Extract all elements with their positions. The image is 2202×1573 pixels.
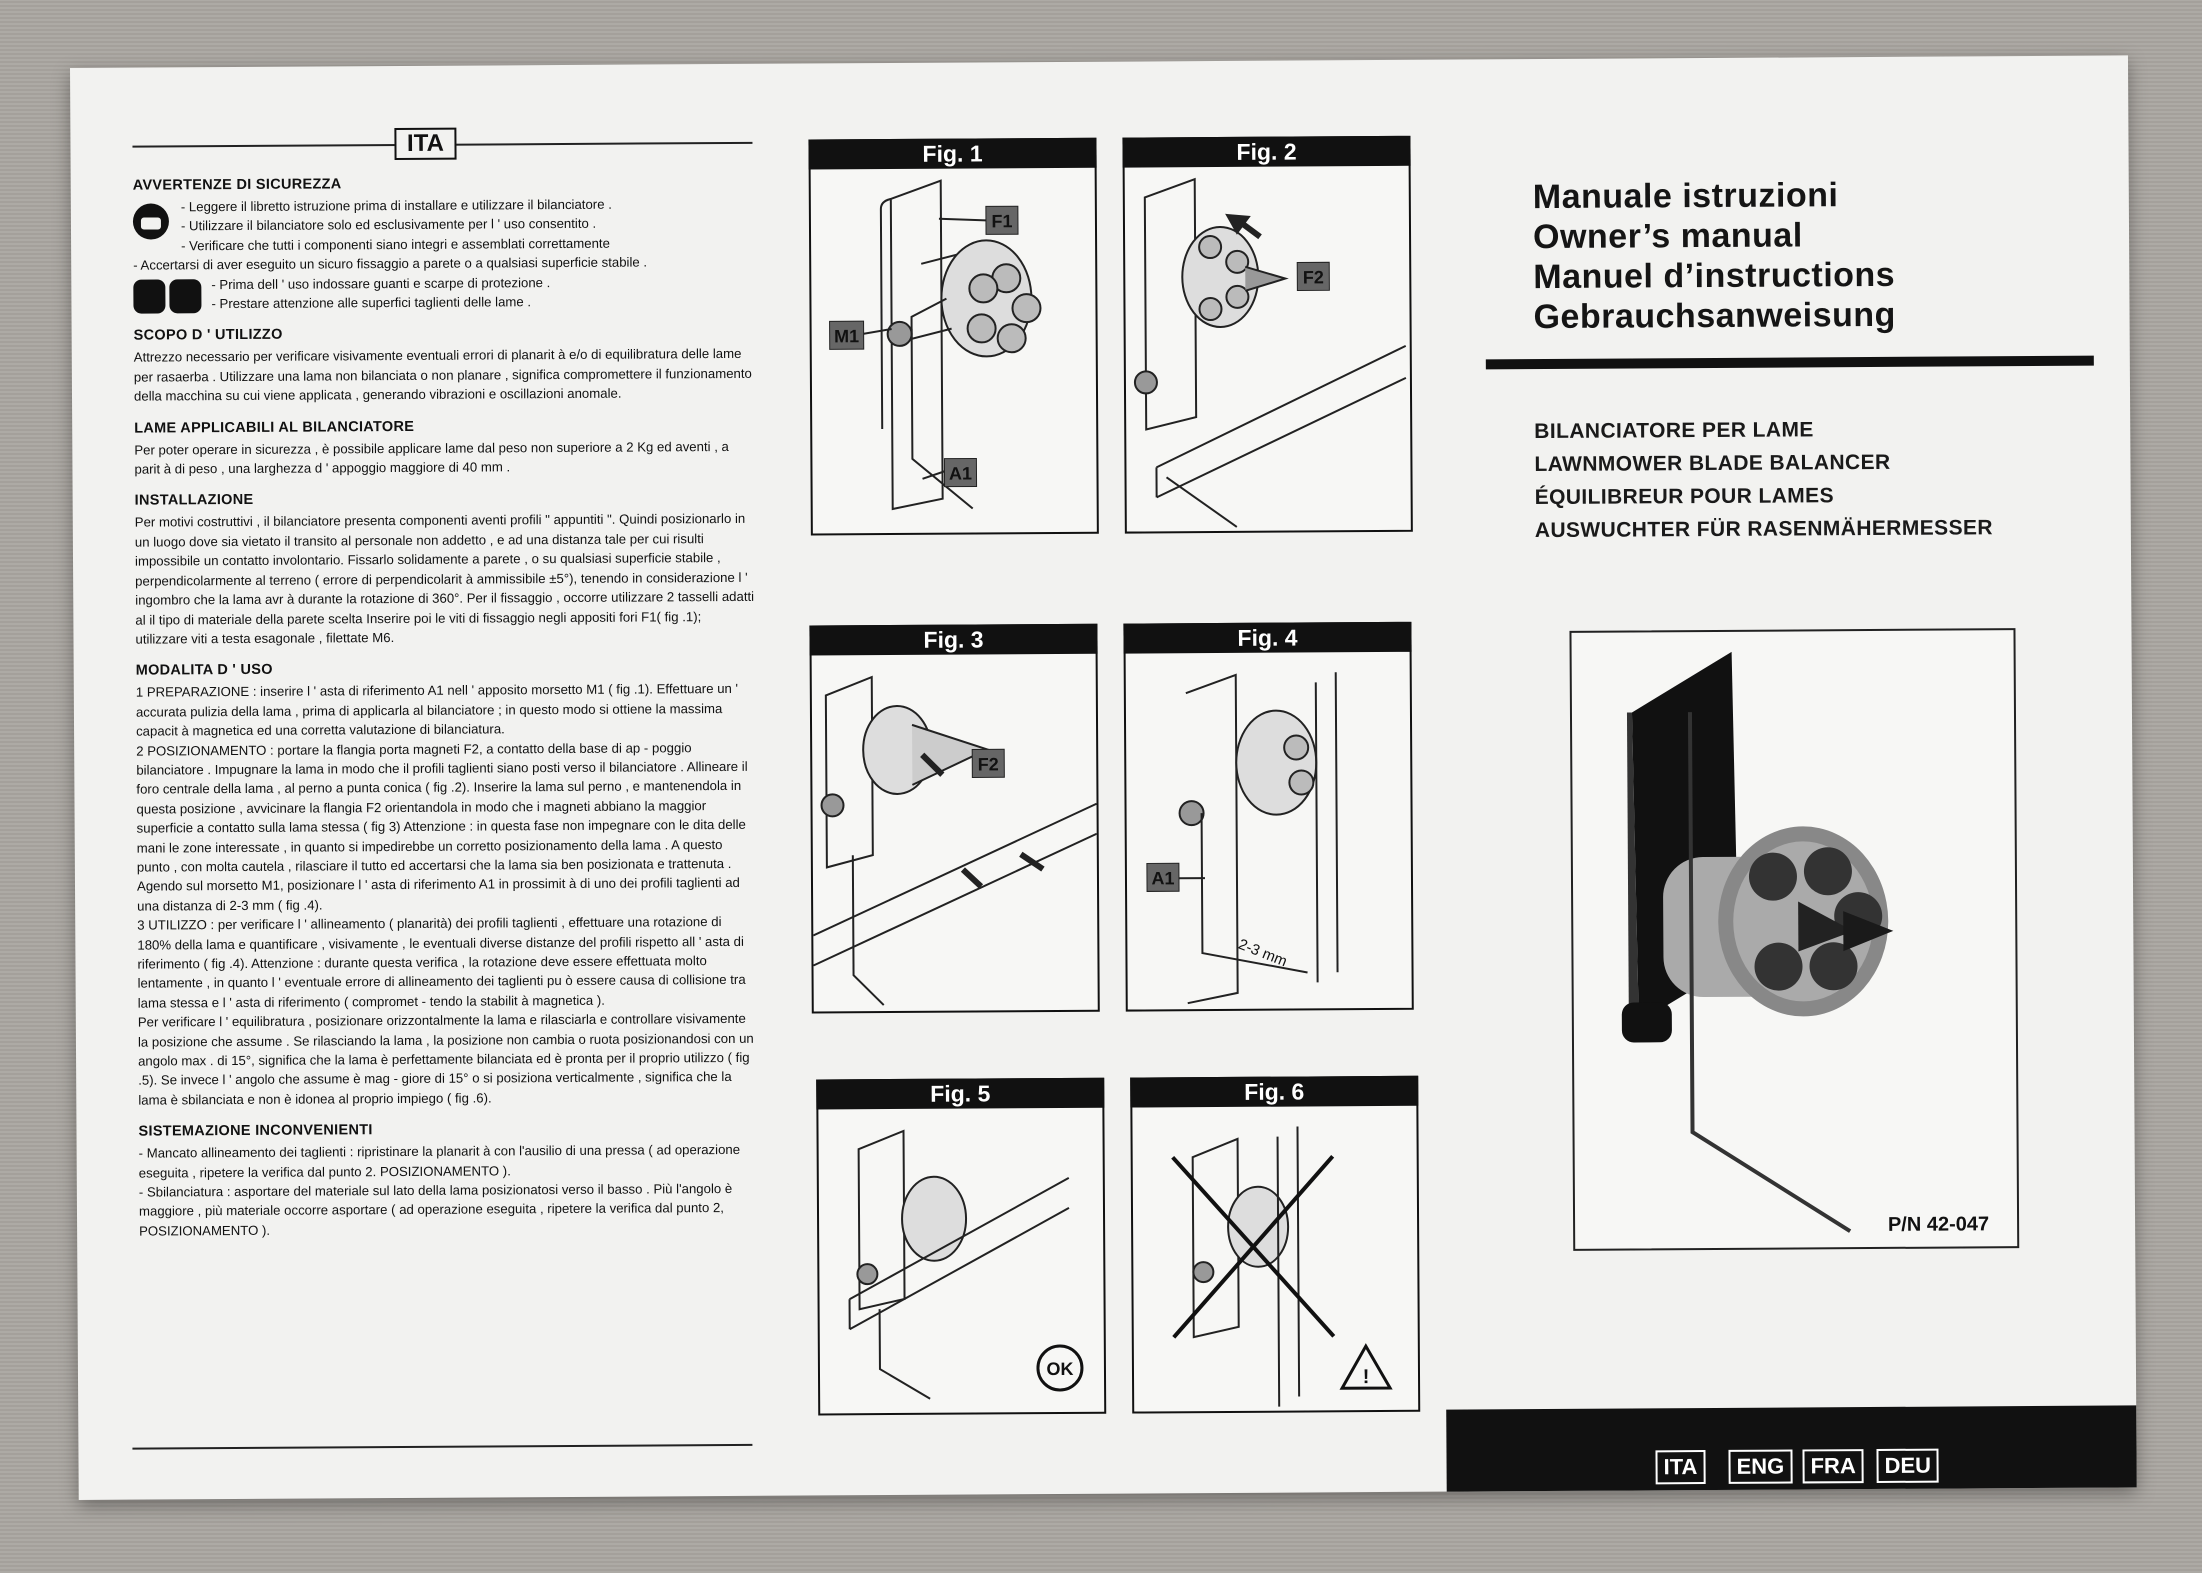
warning-line: - Prestare attenzione alle superfici tag… [211, 294, 532, 312]
label-m1: M1 [834, 326, 859, 346]
section-text: - Sbilanciatura : asportare del material… [138, 1181, 733, 1239]
figure-6-drawing: ! [1171, 1126, 1393, 1407]
figure-caption: Fig. 4 [1123, 621, 1412, 654]
section-scopo: SCOPO D ' UTILIZZO Attrezzo necessario p… [134, 324, 754, 406]
ok-label: OK [1046, 1359, 1073, 1379]
italian-instructions: ITA AVVERTENZE DI SICUREZZA - Leggere il… [132, 126, 759, 1241]
lang-deu: DEU [1876, 1448, 1940, 1483]
section-text: Attrezzo necessario per verificare visiv… [133, 346, 752, 404]
label-a1: A1 [949, 463, 972, 483]
warning-label: ! [1363, 1366, 1370, 1388]
figure-2-drawing: F2 [1133, 177, 1407, 528]
figure-4: Fig. 4 A1 2-3 mm [1123, 621, 1414, 1012]
figure-5: Fig. 5 OK [816, 1077, 1107, 1416]
title-eng: Owner’s manual [1532, 216, 1803, 257]
product-photo: P/N 42-047 [1569, 628, 2020, 1251]
ita-section-header: ITA [132, 126, 753, 164]
warning-line: - Utilizzare il bilanciatore solo ed esc… [180, 216, 597, 234]
figure-caption: Fig. 1 [808, 137, 1097, 170]
gloves-boots-icon [133, 278, 202, 314]
figure-3-drawing: F2 [812, 675, 1098, 1006]
section-sistemazione: SISTEMAZIONE INCONVENIENTI - Mancato all… [138, 1120, 759, 1241]
manual-sheet: ITA AVVERTENZE DI SICUREZZA - Leggere il… [70, 55, 2137, 1500]
ita-label: ITA [394, 127, 457, 161]
title-fra: Manuel d’instructions [1533, 255, 1896, 297]
read-manual-icon [132, 203, 170, 240]
warning-line: - Prima dell ' uso indossare guanti e sc… [211, 274, 551, 292]
section-title: SCOPO D ' UTILIZZO [133, 327, 283, 345]
lang-fra: FRA [1802, 1449, 1864, 1484]
section-text: - Mancato allineamento dei taglienti : r… [138, 1142, 741, 1181]
subtitle-eng: LAWNMOWER BLADE BALANCER [1534, 450, 1891, 477]
part-number: P/N 42-047 [1887, 1213, 1990, 1236]
figure-caption: Fig. 6 [1130, 1075, 1419, 1108]
figure-6: Fig. 6 ! [1130, 1075, 1421, 1414]
cross-out-icon [1171, 1154, 1336, 1339]
section-text: Per poter operare in sicurezza , è possi… [134, 438, 729, 477]
label-f2: F2 [1303, 267, 1324, 287]
section-text: 2 POSIZIONAMENTO : portare la flangia po… [136, 739, 748, 914]
section-avvertenze: AVVERTENZE DI SICUREZZA - Leggere il lib… [133, 174, 754, 314]
lang-eng: ENG [1728, 1449, 1793, 1484]
section-text: 1 PREPARAZIONE : inserire l ' asta di ri… [135, 681, 739, 739]
section-lame: LAME APPLICABILI AL BILANCIATORE Per pot… [134, 416, 754, 479]
ok-badge [1036, 1344, 1084, 1392]
figure-1: Fig. 1 F1 [808, 137, 1099, 536]
figure-5-drawing: OK [848, 1129, 1084, 1400]
figure-1-drawing: F1 M1 A1 [829, 179, 1042, 511]
title-divider [1485, 355, 2094, 370]
bottom-divider [132, 1443, 753, 1450]
subtitle-fra: ÉQUILIBREUR POUR LAMES [1534, 484, 1835, 510]
product-subtitles: BILANCIATORE PER LAME LAWNMOWER BLADE BA… [1534, 412, 1993, 547]
section-title: MODALITA D ' USO [135, 662, 273, 679]
manual-titles: Manuale istruzioni Owner’s manual Manuel… [1533, 175, 1896, 337]
figure-3: Fig. 3 F2 [809, 623, 1100, 1014]
section-text: Per motivi costruttivi , il bilanciatore… [134, 511, 755, 647]
warning-triangle-icon [1339, 1343, 1393, 1390]
title-deu: Gebrauchsanweisung [1533, 295, 1896, 337]
section-title: LAME APPLICABILI AL BILANCIATORE [134, 418, 415, 437]
blade-balancer-illustration [1621, 651, 1894, 1233]
subtitle-ita: BILANCIATORE PER LAME [1534, 418, 1814, 444]
label-f2: F2 [978, 754, 999, 774]
title-ita: Manuale istruzioni [1532, 176, 1839, 217]
section-text: 3 UTILIZZO : per verificare l ' allineam… [137, 914, 746, 1011]
figure-4-drawing: A1 2-3 mm [1146, 672, 1339, 1005]
figure-caption: Fig. 5 [816, 1077, 1105, 1110]
label-a1: A1 [1151, 868, 1174, 888]
lang-ita: ITA [1655, 1450, 1706, 1485]
figure-2: Fig. 2 F2 [1122, 135, 1413, 534]
section-title: AVVERTENZE DI SICUREZZA [132, 176, 342, 194]
subtitle-deu: AUSWUCHTER FÜR RASENMÄHERMESSER [1534, 516, 1993, 543]
figure-caption: Fig. 2 [1122, 135, 1411, 168]
label-f1: F1 [991, 211, 1012, 231]
figure-caption: Fig. 3 [809, 623, 1098, 656]
section-installazione: INSTALLAZIONE Per motivi costruttivi , i… [135, 489, 756, 649]
section-text: Per verificare l ' equilibratura , posiz… [137, 1011, 754, 1108]
section-title: INSTALLAZIONE [134, 492, 254, 510]
warning-line: - Leggere il libretto istruzione prima d… [180, 196, 612, 215]
section-title: SISTEMAZIONE INCONVENIENTI [138, 1122, 373, 1140]
section-modalita: MODALITA D ' USO 1 PREPARAZIONE : inseri… [136, 659, 759, 1110]
warning-line: - Verificare che tutti i componenti sian… [181, 235, 610, 254]
